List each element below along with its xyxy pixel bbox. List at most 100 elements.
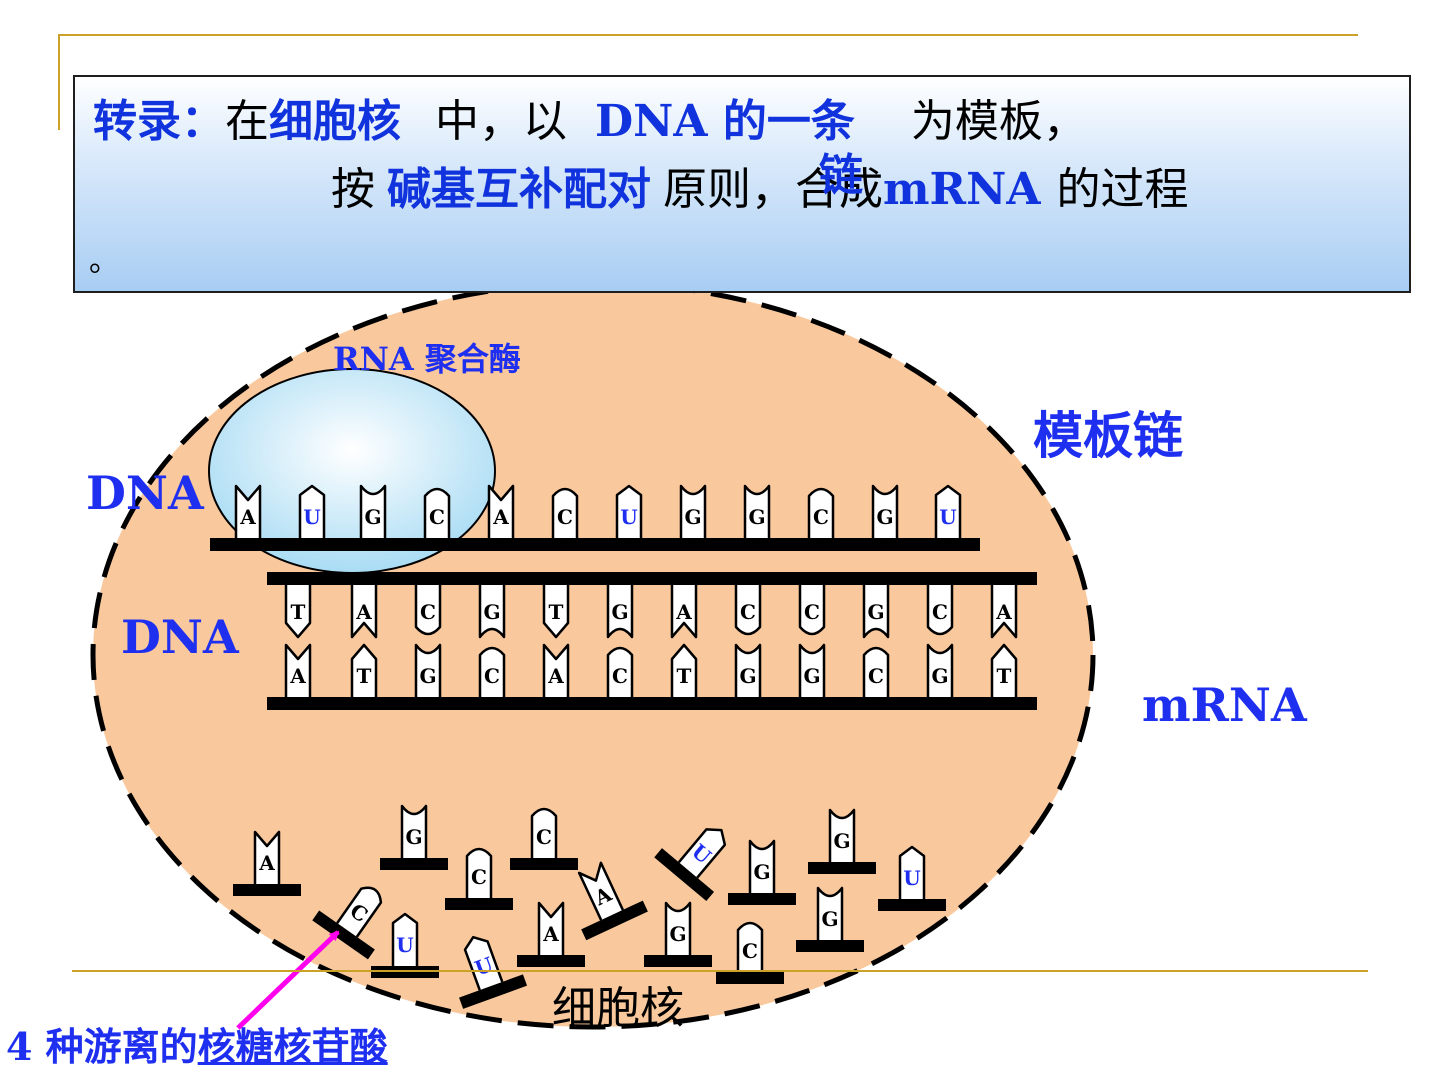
nucleotide-base: G xyxy=(748,839,776,893)
nucleus-label: 细胞核 xyxy=(552,983,684,1034)
nucleotide-base: G xyxy=(743,484,771,538)
base-letter: A xyxy=(258,851,275,875)
base-shape xyxy=(336,886,383,938)
base-shape xyxy=(828,808,856,862)
base-shape xyxy=(359,484,387,538)
nucleotide-base: G xyxy=(414,643,442,697)
base-letter: T xyxy=(677,664,692,688)
base-shape xyxy=(391,912,419,966)
nucleotide-base: G xyxy=(664,901,692,955)
base-letter: G xyxy=(405,825,422,849)
definition-term: 转录： xyxy=(93,96,225,147)
dna-label-top: DNA xyxy=(86,466,204,520)
free-nucleotide: G xyxy=(644,901,712,967)
nucleotide-base: C xyxy=(414,585,442,636)
backbone xyxy=(312,910,375,960)
base-letter: G xyxy=(684,505,701,529)
caption-ribonucleotides: 核糖核苷酸 xyxy=(197,1024,388,1069)
backbone xyxy=(716,972,784,984)
base-shape xyxy=(350,585,378,639)
caption-prefix: 4 种游离的 xyxy=(6,1024,198,1069)
base-shape xyxy=(350,643,378,697)
base-letter: C xyxy=(484,664,500,688)
base-shape xyxy=(284,585,312,639)
backbone xyxy=(808,862,876,874)
nucleotide-base: G xyxy=(734,643,762,697)
definition-mrna: mRNA xyxy=(883,164,1041,215)
backbone xyxy=(371,966,439,978)
base-shape xyxy=(465,847,493,898)
nucleotide-base: A xyxy=(537,901,565,955)
base-letter: G xyxy=(821,907,838,931)
nucleotide-base: C xyxy=(734,585,762,636)
base-shape xyxy=(990,585,1018,639)
backbone xyxy=(878,899,946,911)
nucleotide-base: A xyxy=(670,585,698,639)
base-letter: C xyxy=(740,600,756,624)
nucleotide-base: A xyxy=(577,861,625,921)
nucleotide-base: G xyxy=(871,484,899,538)
free-nucleotide: G xyxy=(796,886,864,952)
base-letter: G xyxy=(739,664,756,688)
base-letter: G xyxy=(611,600,628,624)
base-shape xyxy=(615,484,643,538)
base-letter: C xyxy=(813,505,829,529)
nucleotide-base: G xyxy=(606,585,634,639)
base-shape xyxy=(677,828,727,879)
nucleotide-base: C xyxy=(336,886,383,938)
base-shape xyxy=(734,585,762,636)
nucleotide-base: U xyxy=(463,935,504,991)
base-shape xyxy=(934,484,962,538)
free-nucleotide: U xyxy=(371,912,439,978)
nucleotide-base: G xyxy=(862,585,890,639)
free-nucleotide: A xyxy=(517,901,585,967)
base-shape xyxy=(542,585,570,639)
base-shape xyxy=(400,804,428,858)
free-nucleotide: C xyxy=(312,886,383,960)
base-letter: A xyxy=(492,505,509,529)
backbone xyxy=(459,974,528,1009)
definition-text: 按 xyxy=(331,164,375,215)
nucleotide-base: C xyxy=(862,646,890,697)
base-letter: U xyxy=(903,866,920,890)
nucleotide-base: G xyxy=(816,886,844,940)
backbone xyxy=(267,697,1037,710)
base-letter: G xyxy=(931,664,948,688)
base-letter: C xyxy=(471,865,487,889)
nucleotide-base: G xyxy=(478,585,506,639)
nucleotide-base: G xyxy=(400,804,428,858)
free-nucleotide: C xyxy=(510,807,578,870)
base-letter: A xyxy=(289,664,306,688)
backbone xyxy=(654,848,715,902)
base-shape xyxy=(478,585,506,639)
base-letter: C xyxy=(536,825,552,849)
dna-label-middle: DNA xyxy=(121,610,239,664)
base-letter: G xyxy=(483,600,500,624)
base-shape xyxy=(284,643,312,697)
definition-overlap-char: 链 xyxy=(819,150,863,201)
base-letter: A xyxy=(542,922,559,946)
base-letter: G xyxy=(669,922,686,946)
definition-text: 中，以 xyxy=(435,96,567,147)
nucleotide-base: A xyxy=(990,585,1018,639)
base-shape xyxy=(679,484,707,538)
base-shape xyxy=(234,484,262,538)
free-nucleotide: C xyxy=(716,921,784,984)
nucleotide-base: T xyxy=(350,643,378,697)
definition-text: 原则，合成 xyxy=(663,164,883,215)
nucleotide-base: G xyxy=(926,643,954,697)
backbone xyxy=(644,955,712,967)
base-shape xyxy=(542,643,570,697)
base-letter: G xyxy=(833,829,850,853)
base-shape xyxy=(537,901,565,955)
nucleotide-base: A xyxy=(284,643,312,697)
backbone xyxy=(210,538,980,551)
base-letter: C xyxy=(612,664,628,688)
definition-text: 在 xyxy=(225,96,269,147)
backbone xyxy=(267,572,1037,585)
base-letter: C xyxy=(429,505,445,529)
nucleotide-base: G xyxy=(679,484,707,538)
